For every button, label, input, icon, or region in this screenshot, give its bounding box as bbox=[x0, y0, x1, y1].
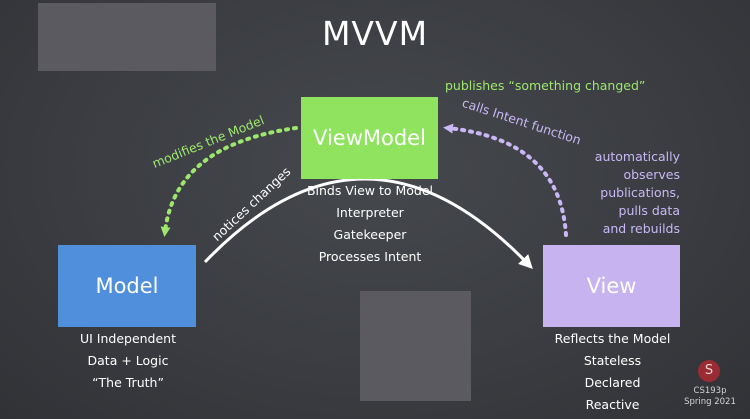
view-desc-line: Stateless bbox=[583, 353, 642, 368]
viewmodel-label: ViewModel bbox=[313, 126, 426, 150]
model-desc-line: Data + Logic bbox=[87, 353, 169, 368]
slide-title: MVVM bbox=[321, 14, 429, 53]
publishes-label: publishes “something changed” bbox=[445, 78, 646, 93]
course-code: CS193p bbox=[693, 386, 727, 396]
view-box: View bbox=[543, 245, 680, 327]
redacted-region bbox=[360, 291, 471, 401]
viewmodel-description: Binds View to Model Interpreter Gatekeep… bbox=[295, 180, 445, 268]
observes-line: observes bbox=[623, 167, 680, 182]
observes-line: automatically bbox=[594, 149, 680, 164]
model-description: UI Independent Data + Logic “The Truth” bbox=[48, 328, 208, 394]
viewmodel-desc-line: Processes Intent bbox=[318, 249, 422, 264]
view-observes-text: automatically observes publications, pul… bbox=[580, 148, 680, 238]
observes-line: pulls data bbox=[618, 203, 680, 218]
viewmodel-desc-line: Interpreter bbox=[336, 205, 404, 220]
publishes-arc-arrow bbox=[203, 177, 533, 270]
redacted-region bbox=[38, 3, 216, 71]
viewmodel-desc-line: Gatekeeper bbox=[333, 227, 407, 242]
course-footer: CS193p Spring 2021 bbox=[682, 386, 738, 408]
view-desc-line: Reflects the Model bbox=[554, 331, 671, 346]
viewmodel-desc-line: Binds View to Model bbox=[306, 183, 434, 198]
calls-intent-arrow bbox=[443, 123, 568, 237]
viewmodel-box: ViewModel bbox=[301, 97, 438, 179]
modifies-model-arrow bbox=[160, 126, 298, 237]
observes-line: and rebuilds bbox=[602, 221, 680, 236]
model-desc-line: UI Independent bbox=[79, 331, 177, 346]
model-box: Model bbox=[58, 245, 196, 327]
course-term: Spring 2021 bbox=[684, 397, 736, 407]
view-desc-line: Reactive bbox=[585, 397, 640, 412]
observes-line: publications, bbox=[600, 185, 680, 200]
view-desc-line: Declared bbox=[584, 375, 641, 390]
model-desc-line: “The Truth” bbox=[92, 375, 164, 390]
view-label: View bbox=[586, 274, 637, 298]
model-label: Model bbox=[95, 274, 159, 298]
stanford-logo-icon: S bbox=[698, 360, 720, 382]
view-description: Reflects the Model Stateless Declared Re… bbox=[535, 328, 690, 416]
